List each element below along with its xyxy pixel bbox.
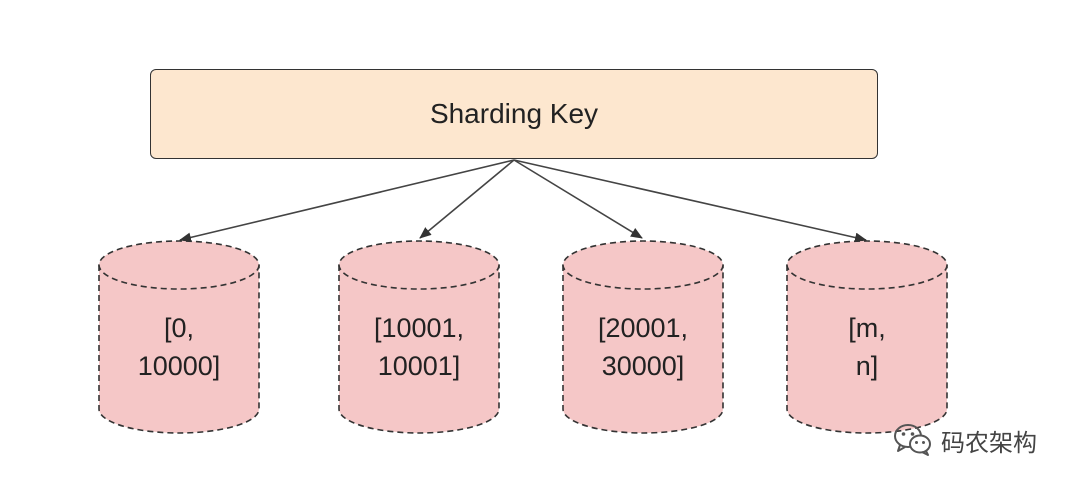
shard-range-end: 30000] bbox=[601, 351, 685, 381]
shard-range-start: [m, bbox=[848, 313, 886, 343]
arrow-to-shard-3 bbox=[513, 159, 643, 239]
shard-cylinder-1 bbox=[98, 240, 260, 434]
shard-range-end: n] bbox=[855, 351, 879, 381]
wechat-icon bbox=[894, 424, 931, 456]
sharding-key-label: Sharding Key bbox=[429, 98, 599, 129]
arrow-to-shard-2 bbox=[419, 159, 515, 239]
watermark-text: 码农架构 bbox=[941, 428, 1037, 457]
watermark: 码农架构 bbox=[893, 420, 1037, 460]
arrow-to-shard-4 bbox=[513, 159, 867, 243]
shard-cylinder-3 bbox=[562, 240, 724, 434]
shard-range-end: 10000] bbox=[137, 351, 221, 381]
shard-label-1: [0, 10000] bbox=[99, 309, 259, 385]
shard-label-4: [m, n] bbox=[787, 309, 947, 385]
shard-range-start: [20001, bbox=[597, 313, 689, 343]
shard-range-start: [0, bbox=[163, 313, 195, 343]
arrow-to-shard-1 bbox=[179, 159, 515, 243]
shard-range-start: [10001, bbox=[373, 313, 465, 343]
sharding-key-box: Sharding Key bbox=[150, 69, 878, 159]
shard-label-3: [20001, 30000] bbox=[563, 309, 723, 385]
shard-label-2: [10001, 10001] bbox=[339, 309, 499, 385]
shard-cylinder-4 bbox=[786, 240, 948, 434]
shard-cylinder-2 bbox=[338, 240, 500, 434]
arrows bbox=[179, 159, 867, 243]
shard-range-end: 10001] bbox=[377, 351, 461, 381]
